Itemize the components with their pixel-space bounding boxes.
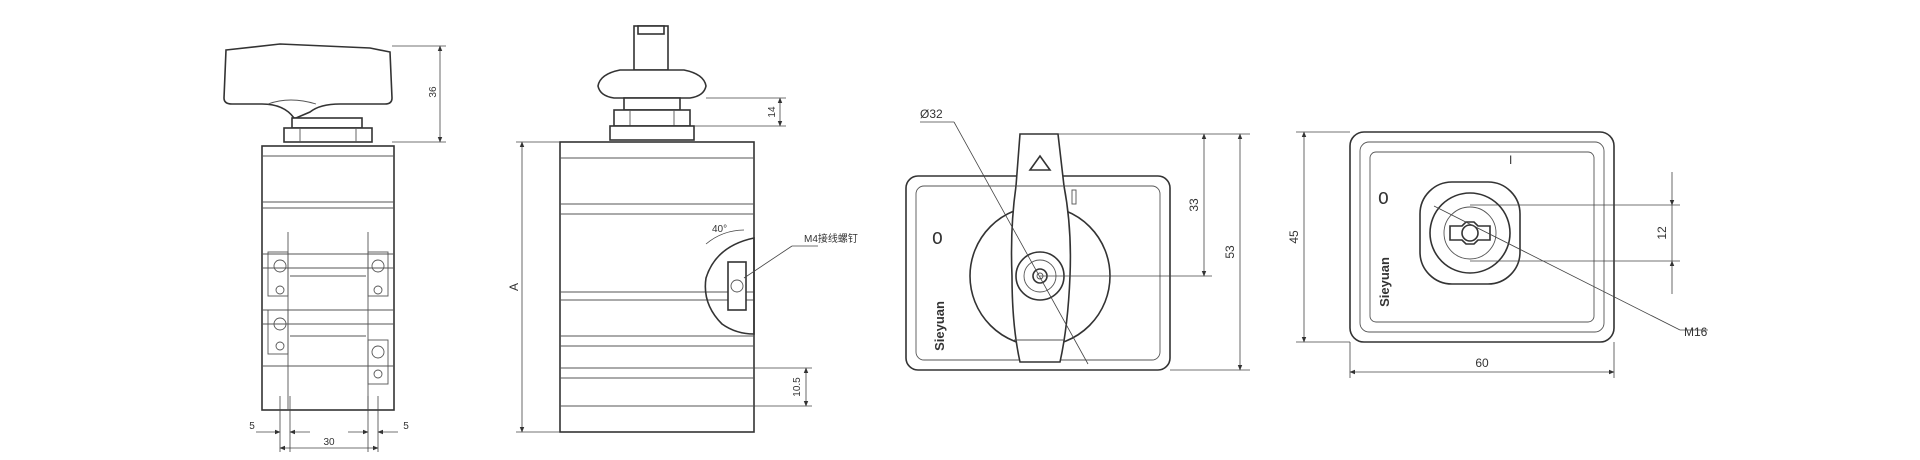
key-cylinder-dim: 12 — [1655, 226, 1669, 240]
brand-logo: Sieyuan — [932, 301, 947, 351]
key-position-zero-label: O — [1378, 190, 1389, 210]
front-view: 36 5 30 5 — [223, 43, 446, 452]
knob — [223, 43, 393, 119]
key-brand-logo: Sieyuan — [1377, 257, 1392, 307]
terminal-cutaway — [704, 237, 755, 335]
front-height-dim: 36 — [428, 86, 439, 98]
front-bottom-right-dim: 5 — [403, 421, 409, 432]
front-bottom-left-dim: 5 — [249, 421, 255, 432]
side-overall-dim: A — [507, 283, 521, 291]
panel-view: O Sieyuan Ø32 33 53 — [905, 107, 1250, 371]
side-view: 40° M4接线螺钉 14 A 10.5 — [507, 25, 858, 433]
thread-callout: M16 — [1684, 325, 1708, 339]
switch-body — [261, 145, 395, 411]
side-section-dim: 10.5 — [792, 377, 803, 397]
side-body — [559, 141, 755, 433]
key-panel-view: O I Sieyuan 12 M16 45 60 — [1287, 131, 1708, 378]
key-position-one-label: I — [1509, 153, 1512, 167]
panel-height-53: 53 — [1223, 245, 1237, 259]
terminal-block — [267, 232, 389, 410]
diameter-dim: Ø32 — [920, 107, 943, 121]
rotary-handle — [1010, 133, 1072, 363]
key-panel-width-dim: 60 — [1475, 356, 1489, 370]
terminal-screw-callout: M4接线螺钉 — [804, 232, 858, 245]
key-panel-height-dim: 45 — [1287, 230, 1301, 244]
panel-height-33: 33 — [1187, 198, 1201, 212]
side-top-dim: 14 — [767, 106, 778, 118]
position-zero-label: O — [932, 230, 943, 250]
front-bottom-mid-dim: 30 — [323, 437, 335, 448]
arrow-indicator — [1028, 154, 1052, 171]
mounting-nut — [291, 117, 363, 129]
angle-label: 40° — [712, 224, 727, 235]
